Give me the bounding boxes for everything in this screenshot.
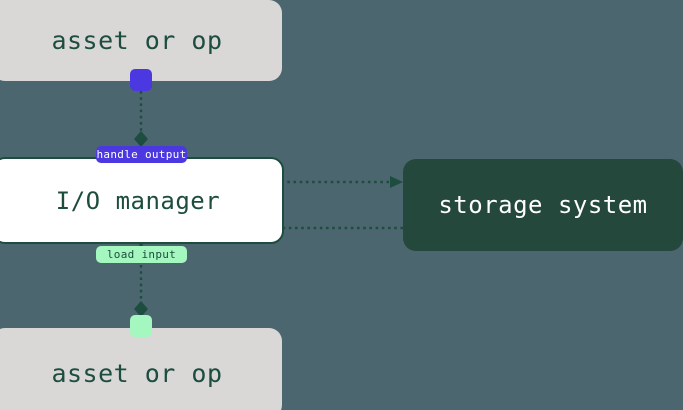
node-asset-or-op-bottom[interactable]: asset or op bbox=[0, 328, 282, 410]
edge-label-load-input[interactable]: load input bbox=[96, 246, 187, 263]
node-asset-or-op-top-label: asset or op bbox=[51, 26, 223, 55]
node-asset-or-op-top[interactable]: asset or op bbox=[0, 0, 282, 81]
node-storage-system[interactable]: storage system bbox=[403, 159, 683, 251]
node-io-manager-label: I/O manager bbox=[55, 186, 221, 215]
node-asset-or-op-bottom-label: asset or op bbox=[51, 358, 223, 388]
edge-label-handle-output[interactable]: handle output bbox=[96, 146, 187, 163]
edge-asset-to-handle-output-arrowhead bbox=[134, 131, 148, 147]
edge-label-load-input-text: load input bbox=[106, 248, 177, 261]
edge-label-handle-output-text: handle output bbox=[96, 148, 187, 161]
node-storage-system-label: storage system bbox=[438, 191, 648, 219]
load-input-port-square[interactable] bbox=[130, 315, 152, 337]
edge-handle-output-to-storage-arrowhead bbox=[390, 176, 403, 188]
node-io-manager[interactable]: I/O manager bbox=[0, 157, 284, 244]
handle-output-port-square[interactable] bbox=[130, 69, 152, 91]
